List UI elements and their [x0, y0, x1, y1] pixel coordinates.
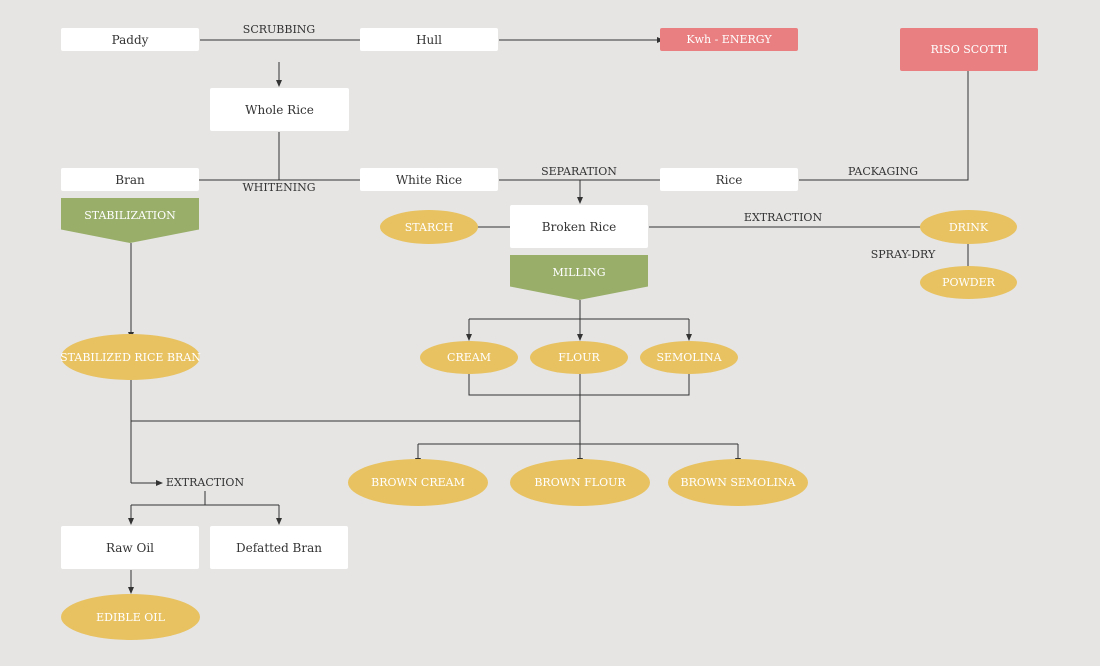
node-defatted-bran: Defatted Bran [210, 526, 348, 569]
product-brown-semolina: BROWN SEMOLINA [668, 459, 808, 506]
label-extraction-drink: EXTRACTION [743, 211, 823, 224]
product-semolina: SEMOLINA [640, 341, 738, 374]
product-powder: POWDER [920, 266, 1017, 299]
node-rice: Rice [660, 168, 798, 191]
label-spray-dry: SPRAY-DRY [870, 248, 936, 261]
node-broken-rice: Broken Rice [510, 205, 648, 248]
edge-merge-bar [468, 374, 690, 396]
label-extraction-bran: EXTRACTION [165, 476, 245, 489]
product-starch: STARCH [380, 210, 478, 244]
product-cream: CREAM [420, 341, 518, 374]
label-packaging: PACKAGING [847, 165, 919, 178]
edge-packaging [799, 57, 971, 181]
node-white-rice: White Rice [360, 168, 498, 191]
product-stabilized-rice-bran: STABILIZED RICE BRAN [60, 334, 201, 380]
label-scrubbing: SCRUBBING [242, 23, 316, 36]
product-brown-cream: BROWN CREAM [348, 459, 488, 506]
product-brown-flour: BROWN FLOUR [510, 459, 650, 506]
node-hull: Hull [360, 28, 498, 51]
node-riso-scotti: RISO SCOTTI [900, 28, 1038, 71]
node-whole-rice: Whole Rice [210, 88, 349, 131]
node-bran: Bran [61, 168, 199, 191]
label-whitening: WHITENING [242, 181, 316, 194]
label-separation: SEPARATION [541, 165, 617, 178]
product-drink: DRINK [920, 210, 1017, 244]
product-edible-oil: EDIBLE OIL [61, 594, 200, 640]
node-energy: Kwh - ENERGY [660, 28, 798, 51]
node-raw-oil: Raw Oil [61, 526, 199, 569]
product-flour: FLOUR [530, 341, 628, 374]
node-paddy: Paddy [61, 28, 199, 51]
